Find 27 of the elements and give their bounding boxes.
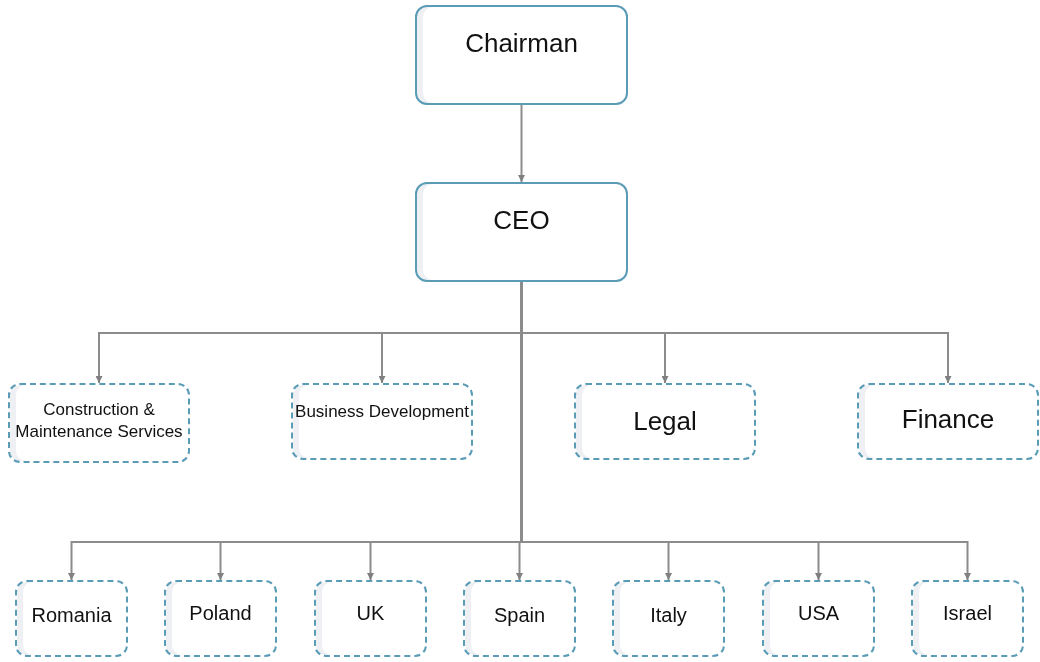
node-label: Finance — [901, 403, 995, 436]
node-label: Legal — [633, 405, 697, 438]
connector-arrow — [518, 104, 525, 183]
department-box — [8, 383, 190, 463]
role-box — [415, 182, 628, 282]
node-label: CEO — [493, 204, 550, 237]
node-label: Israel — [943, 601, 992, 626]
role-box — [415, 5, 628, 105]
department-box — [291, 383, 473, 460]
department-box — [463, 580, 576, 657]
department-box — [15, 580, 128, 657]
node-label: Business Development — [295, 401, 469, 423]
department-box — [911, 580, 1024, 657]
department-box — [314, 580, 427, 657]
node-label: UK — [356, 601, 385, 626]
department-box — [762, 580, 875, 657]
department-box — [164, 580, 277, 657]
department-box — [574, 383, 756, 460]
node-label: Poland — [189, 601, 252, 626]
department-box — [857, 383, 1039, 460]
department-box — [612, 580, 725, 657]
node-label: Spain — [493, 603, 546, 628]
node-label: Chairman — [465, 27, 578, 60]
node-label: Construction & Maintenance Services — [14, 399, 184, 444]
node-label: Italy — [650, 603, 687, 628]
node-label: Romania — [31, 603, 112, 628]
node-label: USA — [797, 601, 840, 626]
